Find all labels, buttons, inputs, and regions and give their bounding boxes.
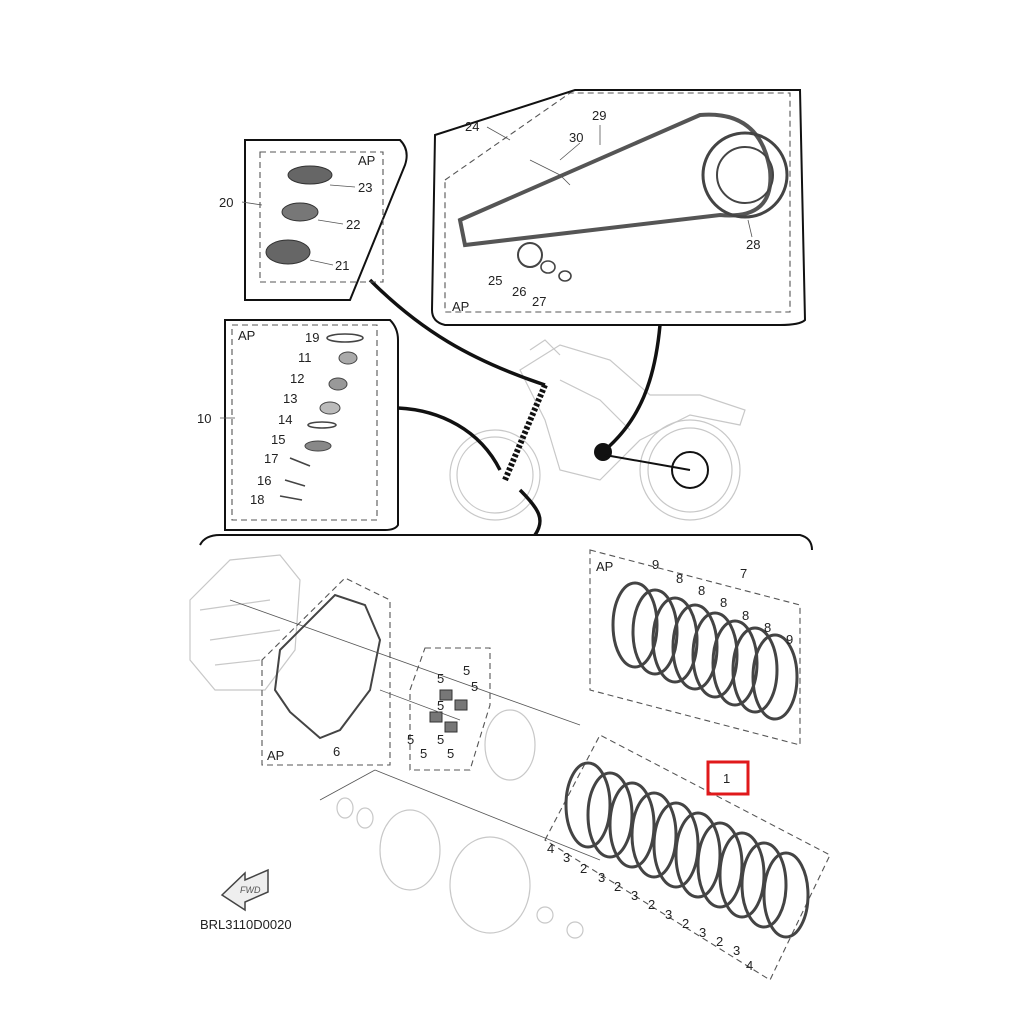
callout-22[interactable]: 22: [346, 217, 360, 232]
ap-label-sprocket: AP: [452, 299, 469, 314]
callout-3-e[interactable]: 3: [699, 925, 706, 940]
callout-1[interactable]: 1: [723, 771, 730, 786]
callout-29[interactable]: 29: [592, 108, 606, 123]
callout-9-bottom[interactable]: 9: [786, 632, 793, 647]
bearing-23-icon: [287, 165, 333, 185]
callout-13[interactable]: 13: [283, 391, 297, 406]
clutch-kit-7-panel: [589, 549, 801, 746]
motorcycle-illustration: [449, 339, 746, 521]
callout-8-a[interactable]: 8: [676, 571, 683, 586]
callout-19[interactable]: 19: [305, 330, 319, 345]
callout-27[interactable]: 27: [532, 294, 546, 309]
callout-5-f[interactable]: 5: [437, 732, 444, 747]
crankcase-illustration: [189, 554, 581, 726]
callout-16[interactable]: 16: [257, 473, 271, 488]
bottom-panel-frame: [199, 534, 813, 551]
callout-8-b[interactable]: 8: [698, 583, 705, 598]
callout-17[interactable]: 17: [264, 451, 278, 466]
bearing-22-icon: [281, 202, 319, 222]
o-ring-19-icon: [326, 333, 364, 343]
callout-2-c[interactable]: 2: [648, 897, 655, 912]
clutch-kit-1-panel: [319, 734, 831, 981]
callout-6[interactable]: 6: [333, 744, 340, 759]
bearing-panel: [241, 139, 408, 301]
callout-2-e[interactable]: 2: [716, 934, 723, 949]
ap-label-steering: AP: [238, 328, 255, 343]
callout-9-top[interactable]: 9: [652, 557, 659, 572]
callout-18[interactable]: 18: [250, 492, 264, 507]
callout-23[interactable]: 23: [358, 180, 372, 195]
rear-sprocket-icon: [701, 131, 789, 219]
callout-14[interactable]: 14: [278, 412, 292, 427]
steering-panel: [220, 319, 399, 531]
callout-3-a[interactable]: 3: [563, 850, 570, 865]
callout-21[interactable]: 21: [335, 258, 349, 273]
callout-4-bottom[interactable]: 4: [746, 958, 753, 973]
callout-2-d[interactable]: 2: [682, 916, 689, 931]
callout-10[interactable]: 10: [197, 411, 211, 426]
ap-label-gasket: AP: [267, 748, 284, 763]
callout-3-c[interactable]: 3: [631, 888, 638, 903]
callout-5-b[interactable]: 5: [437, 671, 444, 686]
callout-3-d[interactable]: 3: [665, 907, 672, 922]
steering-stem-locator: [502, 383, 548, 482]
callout-5-e[interactable]: 5: [407, 732, 414, 747]
callout-2-a[interactable]: 2: [580, 861, 587, 876]
diagram-code: BRL3110D0020: [200, 917, 292, 932]
callout-7[interactable]: 7: [740, 566, 747, 581]
callout-labels: AP 23 22 21 20 24 29 30 28 25 26 27 AP A…: [197, 108, 793, 973]
callout-11[interactable]: 11: [298, 350, 312, 365]
highlighted-callout-box[interactable]: [706, 760, 750, 796]
callout-8-c[interactable]: 8: [720, 595, 727, 610]
callout-30[interactable]: 30: [569, 130, 583, 145]
callout-5-c[interactable]: 5: [471, 679, 478, 694]
callout-5-d[interactable]: 5: [437, 698, 444, 713]
callout-8-e[interactable]: 8: [764, 620, 771, 635]
callout-5-g[interactable]: 5: [420, 746, 427, 761]
rear-sprocket-locator-dot: [594, 443, 612, 461]
callout-26[interactable]: 26: [512, 284, 526, 299]
callout-15[interactable]: 15: [271, 432, 285, 447]
connector-lines: [368, 278, 709, 536]
ap-label-bearings: AP: [358, 153, 375, 168]
ap-label-clutch-plates: AP: [596, 559, 613, 574]
gasket-6-icon: [273, 593, 382, 740]
collar-11-icon: [338, 351, 358, 365]
chain-panel: [430, 89, 807, 326]
callout-24[interactable]: 24: [465, 119, 479, 134]
fwd-label: FWD: [240, 885, 261, 895]
callout-20[interactable]: 20: [219, 195, 233, 210]
callout-3-b[interactable]: 3: [598, 870, 605, 885]
forward-arrow-icon: FWD: [220, 868, 269, 912]
callout-8-d[interactable]: 8: [742, 608, 749, 623]
callout-25[interactable]: 25: [488, 273, 502, 288]
damper-panel: [379, 647, 491, 771]
callout-3-f[interactable]: 3: [733, 943, 740, 958]
callout-4-top[interactable]: 4: [547, 841, 554, 856]
callout-5-h[interactable]: 5: [447, 746, 454, 761]
callout-12[interactable]: 12: [290, 371, 304, 386]
bearing-21-icon: [265, 239, 311, 265]
front-sprocket-icon: [517, 242, 543, 268]
gasket-panel: [261, 577, 391, 766]
clutch-hub-illustration: [336, 709, 584, 939]
callout-5-a[interactable]: 5: [463, 663, 470, 678]
callout-28[interactable]: 28: [746, 237, 760, 252]
callout-2-b[interactable]: 2: [614, 879, 621, 894]
